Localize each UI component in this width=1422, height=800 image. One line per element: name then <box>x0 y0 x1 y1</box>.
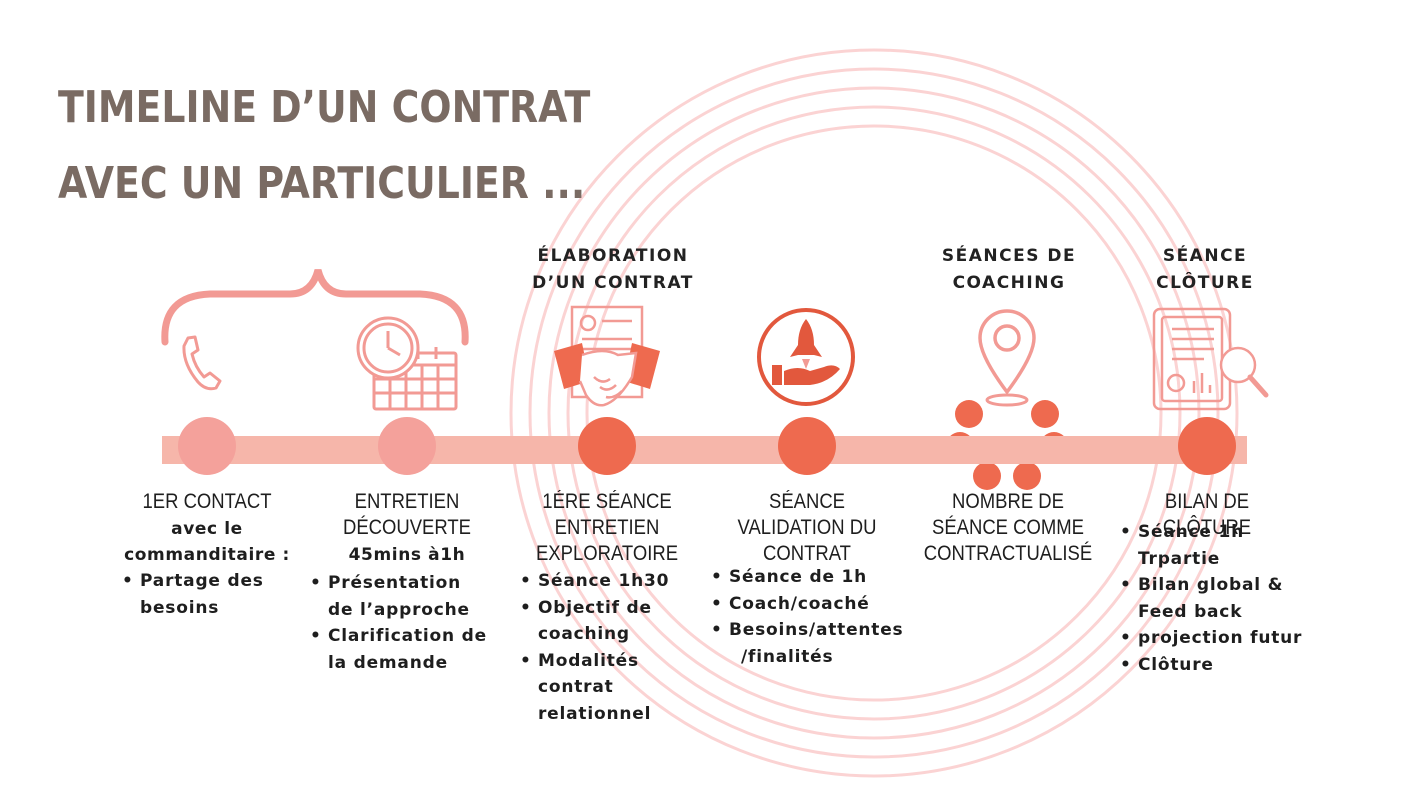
location-pin-icon <box>978 309 1036 407</box>
coaching-dot <box>955 400 983 428</box>
step-2-heading: ENTRETIEN DÉCOUVERTE <box>342 490 472 539</box>
title-line-1: TIMELINE D’UN CONTRAT <box>58 82 591 133</box>
coaching-dot <box>973 462 1001 490</box>
curly-brace-icon <box>161 269 469 346</box>
step-2-subtitle: 45mins à1h <box>348 545 466 565</box>
bullet-item: Coach/coaché <box>710 591 903 618</box>
rocket-hand-icon <box>757 308 855 406</box>
coaching-dot <box>1031 400 1059 428</box>
phase-label-closure: SÉANCE CLÔTURE <box>1156 246 1254 293</box>
clock-calendar-icon <box>356 316 458 411</box>
page-title: TIMELINE D’UN CONTRAT AVEC UN PARTICULIE… <box>58 70 590 222</box>
milestone-dot-1 <box>178 417 236 475</box>
contract-handshake-icon <box>554 305 660 407</box>
bullet-item: Clôture <box>1119 652 1302 679</box>
title-line-2: AVEC UN PARTICULIER ... <box>58 158 586 209</box>
step-1-heading: 1ER CONTACT <box>142 490 272 513</box>
step-1-bullet-list: Partage des besoins <box>121 568 264 621</box>
bullet-item: Partage des <box>121 568 264 595</box>
milestone-dot-3 <box>578 417 636 475</box>
bullet-item: Bilan global &Feed back <box>1119 572 1302 625</box>
step-4-bullet-list: Séance de 1h Coach/coaché Besoins/attent… <box>710 564 903 670</box>
coaching-dot <box>1013 462 1041 490</box>
step-4-heading: SÉANCE VALIDATION DU CONTRAT <box>737 490 877 565</box>
timeline-bar <box>162 436 1247 464</box>
bullet-item: Séance de 1h <box>710 564 903 591</box>
bullet-item: projection futur <box>1119 625 1302 652</box>
phase-label-contract: ÉLABORATION D’UN CONTRAT <box>532 246 694 293</box>
bullet-item: besoins <box>140 597 220 618</box>
step-5-heading: NOMBRE DE SÉANCE COMME CONTRACTUALISÉ <box>923 490 1093 565</box>
step-1-subtitle: avec le commanditaire : <box>124 519 290 565</box>
step-3-heading: 1ÉRE SÉANCE ENTRETIEN EXPLORATOIRE <box>535 490 679 565</box>
milestone-dot-6 <box>1178 417 1236 475</box>
phase-label-coaching: SÉANCES DE COACHING <box>941 246 1077 293</box>
milestone-dot-2 <box>378 417 436 475</box>
phone-icon <box>182 335 222 391</box>
report-magnifier-icon <box>1152 307 1269 411</box>
milestone-dot-4 <box>778 417 836 475</box>
bullet-item: Séance 1h30 <box>519 568 669 595</box>
bullet-item: Besoins/attentes/finalités <box>710 617 903 670</box>
